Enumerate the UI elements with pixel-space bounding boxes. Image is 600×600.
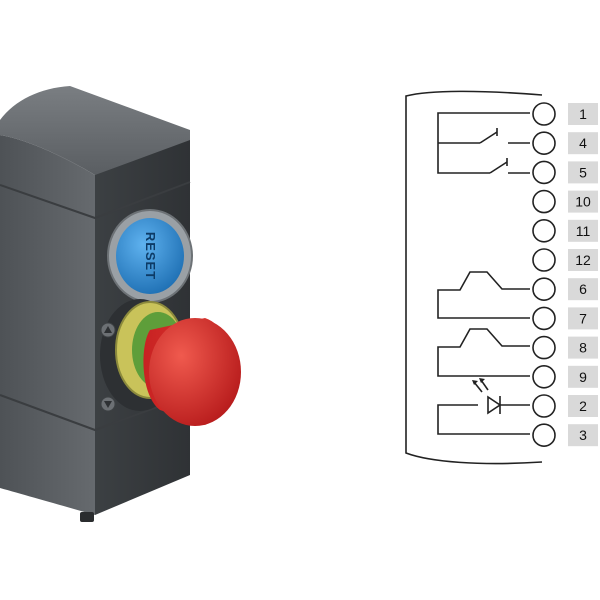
enclosure-outline <box>405 90 543 465</box>
no-contact-2 <box>437 328 530 377</box>
terminal-label: 12 <box>575 252 591 268</box>
terminal-5 <box>532 160 556 185</box>
housing-front-face <box>0 135 95 515</box>
led-wire-b <box>437 404 530 435</box>
terminal-label: 2 <box>579 398 587 414</box>
terminal-12 <box>532 248 556 272</box>
terminal-label-box <box>568 161 598 184</box>
led-ray-arrows <box>472 378 485 385</box>
no-contact-1 <box>437 271 530 319</box>
terminal-3 <box>532 423 556 448</box>
nc-contact-switch-2 <box>489 161 508 174</box>
terminal-label: 11 <box>576 223 591 239</box>
terminal-10 <box>532 189 556 214</box>
terminal-label: 10 <box>575 194 591 210</box>
housing-top-face <box>0 86 190 175</box>
mounting-screw-bottom <box>100 396 116 412</box>
terminal-label: 5 <box>579 164 587 180</box>
reset-button[interactable]: RESET <box>107 209 193 303</box>
estop-mushroom-cap <box>149 318 241 426</box>
terminal-label: 6 <box>579 281 587 297</box>
terminal-9 <box>532 364 556 389</box>
terminal-label-box <box>568 424 598 447</box>
terminal-label-box <box>568 103 598 125</box>
terminal-label-box <box>568 219 598 242</box>
terminal-6 <box>532 277 556 302</box>
reset-button-cap <box>116 218 184 294</box>
terminal-label: 1 <box>579 106 587 122</box>
nc-contact-switch-1 <box>479 131 498 144</box>
housing-seam-top <box>0 181 191 220</box>
terminal-label-box <box>568 190 598 213</box>
terminal-2 <box>532 394 556 418</box>
cable-gland <box>80 512 94 522</box>
reset-button-label: RESET <box>143 232 158 280</box>
led-diode-triangle <box>487 395 502 415</box>
terminal-block: 1 4 5 10 11 12 6 7 8 9 2 3 <box>532 102 598 448</box>
terminal-label-box <box>568 307 598 330</box>
wiring-diagram <box>405 90 543 465</box>
terminal-11 <box>532 219 556 243</box>
terminal-7 <box>532 306 556 331</box>
terminal-label-box <box>568 395 598 417</box>
terminal-label-box <box>568 249 598 271</box>
terminal-label: 9 <box>579 369 587 385</box>
terminal-4 <box>532 131 556 155</box>
mounting-screw-top <box>100 322 116 338</box>
terminal-label: 3 <box>579 427 587 443</box>
terminal-1 <box>532 102 556 126</box>
terminal-label-box <box>568 132 598 155</box>
terminal-label: 7 <box>579 310 587 326</box>
emergency-stop-button[interactable] <box>100 299 241 426</box>
terminal-label-box <box>568 365 598 388</box>
terminal-8 <box>532 335 556 360</box>
terminal-label-box <box>568 278 598 301</box>
terminal-label: 4 <box>579 135 587 151</box>
terminal-label: 8 <box>579 340 587 356</box>
terminal-label-box <box>568 336 598 359</box>
